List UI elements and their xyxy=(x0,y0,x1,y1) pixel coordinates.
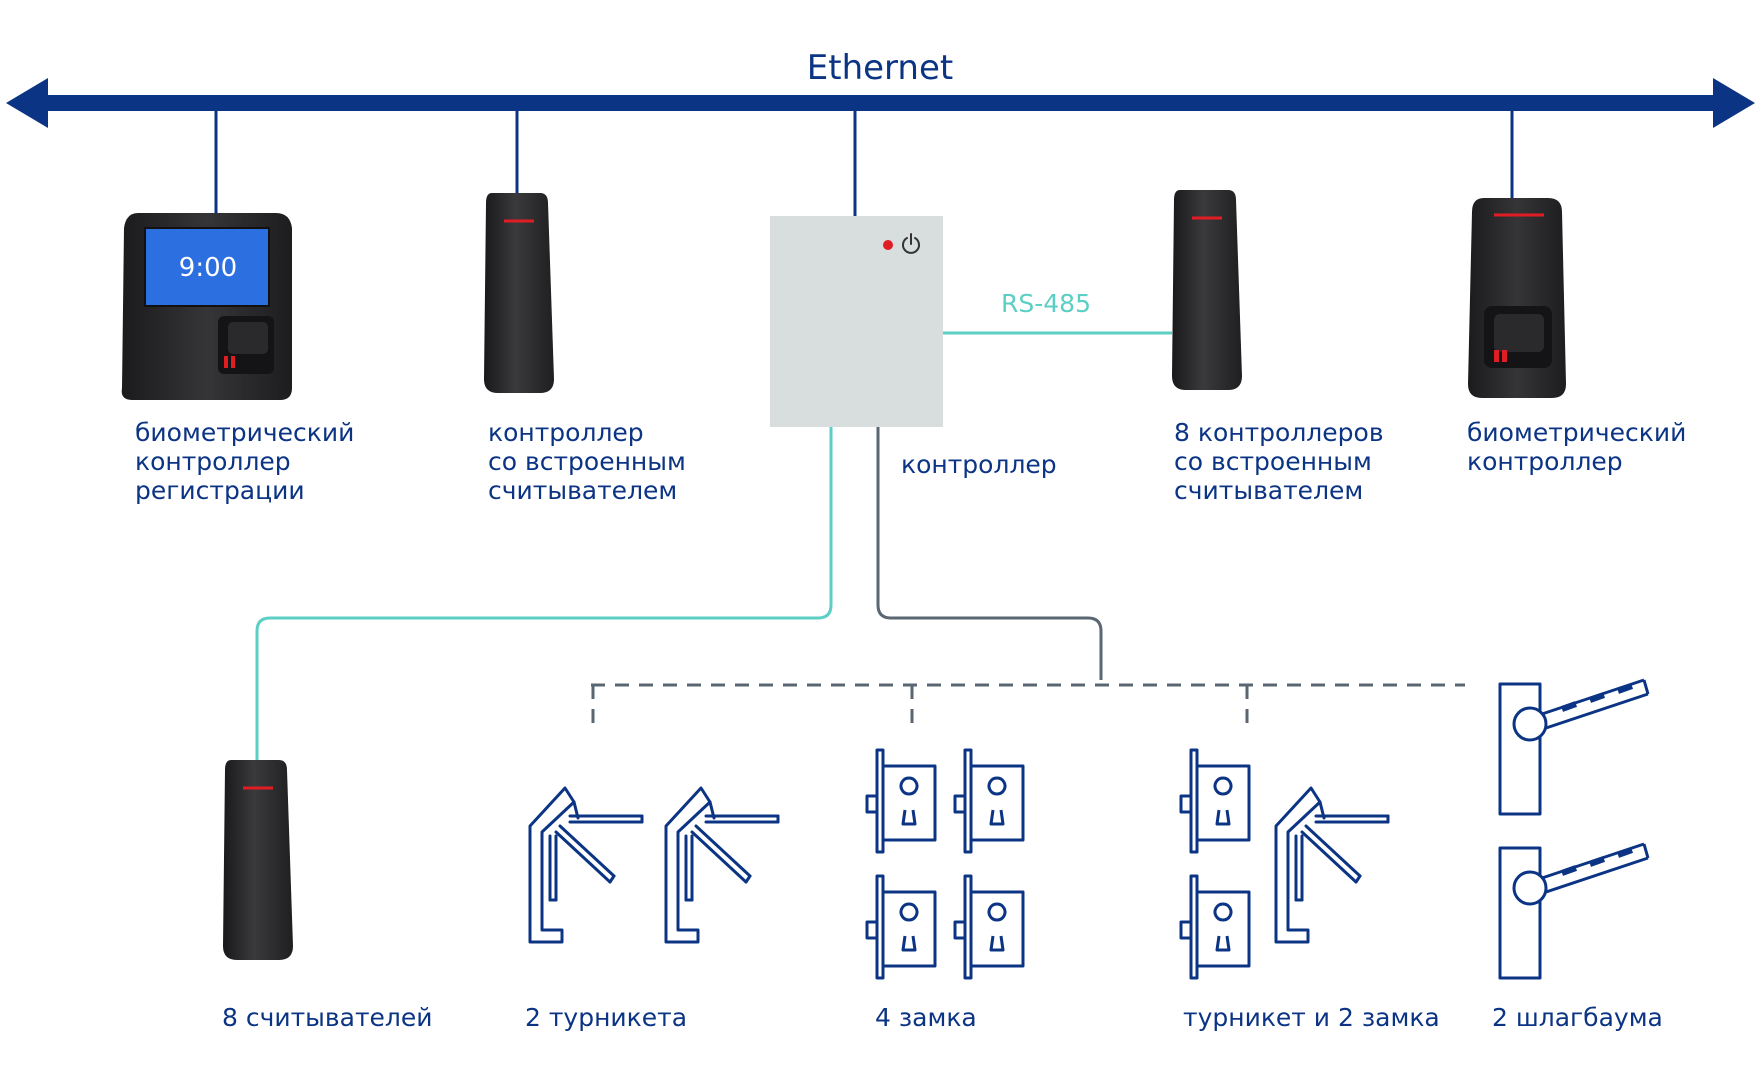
terminal-time: 9:00 xyxy=(179,253,237,283)
ethernet-bus xyxy=(6,78,1755,128)
turnstile-icon xyxy=(1274,786,1390,944)
biometric-reader-icon xyxy=(1468,198,1566,398)
door-lock-icon xyxy=(865,748,937,854)
door-lock-icon xyxy=(1179,874,1251,980)
reader-controller-label: контроллер со встроенным считывателем xyxy=(488,418,694,505)
status-led-icon xyxy=(883,240,893,250)
locks-label: 4 замка xyxy=(875,1003,977,1032)
card-reader-icon xyxy=(482,191,556,395)
ethernet-drops xyxy=(214,103,1514,216)
door-lock-icon xyxy=(953,748,1025,854)
actuator-bus-dashed xyxy=(591,683,1465,728)
barrier-group xyxy=(1500,680,1648,978)
arrow-right-icon xyxy=(1713,78,1755,128)
lock-group xyxy=(865,748,1025,980)
barriers-label: 2 шлагбаума xyxy=(1492,1003,1663,1032)
card-reader-icon xyxy=(1170,188,1244,392)
bio-reg-label: биометрический контроллер регистрации xyxy=(135,418,362,505)
ethernet-label: Ethernet xyxy=(807,48,953,88)
arrow-left-icon xyxy=(6,78,48,128)
barrier-gate-icon xyxy=(1500,844,1648,978)
turnstile-group xyxy=(528,786,780,944)
biometric-controller-label: биометрический контроллер xyxy=(1467,418,1694,476)
readers-label: 8 считывателей xyxy=(222,1003,433,1032)
barrier-gate-icon xyxy=(1500,680,1648,814)
turnstile-locks-label: турникет и 2 замка xyxy=(1183,1003,1440,1032)
door-lock-icon xyxy=(1179,748,1251,854)
biometric-terminal-icon xyxy=(121,213,292,400)
turnstile-icon xyxy=(528,786,644,944)
door-lock-icon xyxy=(953,874,1025,980)
power-icon xyxy=(902,233,920,254)
rs485-label: RS-485 xyxy=(1001,289,1091,318)
door-lock-icon xyxy=(865,874,937,980)
controller-box-icon xyxy=(770,216,943,427)
eight-controllers-label: 8 контроллеров со встроенным считывателе… xyxy=(1174,418,1392,505)
reader-link-line xyxy=(255,427,833,760)
card-reader-icon xyxy=(221,758,295,962)
turnstile-icon xyxy=(664,786,780,944)
turnstiles-label: 2 турникета xyxy=(525,1003,687,1032)
terminal-screen xyxy=(144,227,270,307)
turnstile-lock-group xyxy=(1179,748,1390,980)
main-controller-label: контроллер xyxy=(901,450,1057,479)
actuator-link-line xyxy=(876,427,1103,680)
